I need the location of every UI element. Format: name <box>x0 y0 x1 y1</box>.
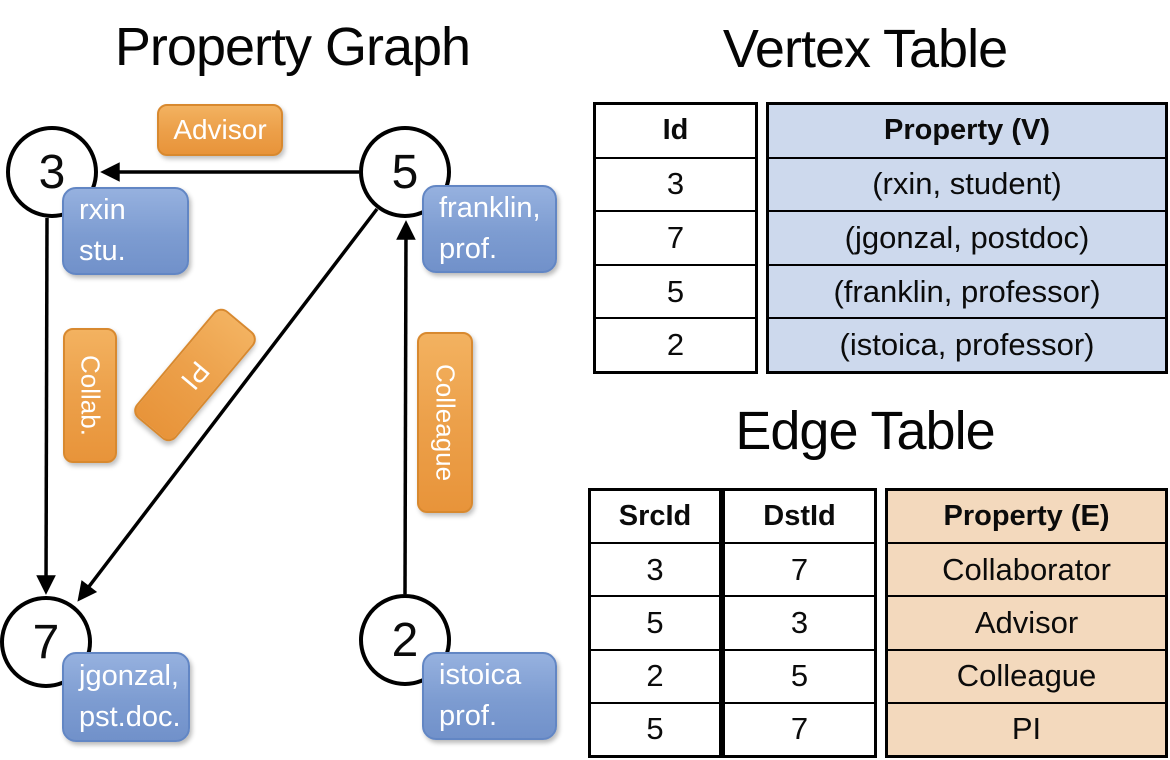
edge-table-dstid-cell: 3 <box>725 597 874 651</box>
edge-label-collab: Collab. <box>63 328 117 463</box>
graph-node-5: 5 <box>359 126 451 218</box>
graph-edges-canvas <box>36 162 416 602</box>
edge-pi-arrow-5-to-7 <box>77 207 379 602</box>
edge-table-dstid-cell: 5 <box>725 651 874 704</box>
edge-table-dstid-cell: 7 <box>725 544 874 598</box>
vertex-table-id-column: Id 3 7 5 2 <box>593 102 758 374</box>
vertex-table-property-cell: (jgonzal, postdoc) <box>769 212 1165 266</box>
edge-table-srcid-cell: 3 <box>591 544 719 598</box>
vertex-property-box-rxin: rxin stu. <box>62 187 189 275</box>
edge-table-srcid-cell: 2 <box>591 651 719 704</box>
edge-label-text: PI <box>175 355 216 396</box>
vertex-table-property-header: Property (V) <box>769 105 1165 159</box>
property-graph-title: Property Graph <box>114 17 471 77</box>
vertex-table-id-cell: 2 <box>666 327 685 363</box>
vertex-table-title: Vertex Table <box>722 19 1008 79</box>
edge-label-text: Colleague <box>430 363 461 482</box>
edge-label-text: Advisor <box>173 114 267 145</box>
vertex-property-text: franklin, prof. <box>439 192 541 265</box>
edge-table-srcid-header: SrcId <box>591 491 719 545</box>
vertex-property-text: jgonzal, pst.doc. <box>79 660 181 733</box>
edge-table-property-cell: Collaborator <box>888 544 1165 598</box>
vertex-table-property-cell: (franklin, professor) <box>769 266 1165 320</box>
node-3-id: 3 <box>38 145 66 199</box>
node-5-id: 5 <box>391 145 419 199</box>
edge-table-title: Edge Table <box>735 401 995 461</box>
vertex-table-id-header: Id <box>596 105 755 159</box>
node-2-id: 2 <box>391 613 419 667</box>
edge-table-property-cell: Colleague <box>888 651 1165 704</box>
edge-table-property-cell: Advisor <box>888 597 1165 651</box>
edge-label-colleague: Colleague <box>417 332 473 513</box>
edge-table-property-column: Property (E) Collaborator Advisor Collea… <box>885 488 1168 758</box>
edge-table-dstid-header: DstId <box>725 491 874 545</box>
edge-table-srcid-column: SrcId 3 5 2 5 <box>588 488 722 758</box>
vertex-property-box-istoica: istoica prof. <box>422 652 557 740</box>
edge-table-srcid-cell: 5 <box>591 597 719 651</box>
edge-label-text: Collab. <box>75 355 106 436</box>
edge-table-property-header: Property (E) <box>888 491 1165 545</box>
vertex-table-property-cell: (istoica, professor) <box>839 327 1095 363</box>
vertex-table-id-cell: 5 <box>596 266 755 320</box>
vertex-property-text: istoica prof. <box>439 659 522 732</box>
node-7-id: 7 <box>32 615 60 669</box>
vertex-property-text: rxin stu. <box>79 194 126 267</box>
vertex-table-property-cell: (rxin, student) <box>769 159 1165 213</box>
edge-table-srcid-cell: 5 <box>646 711 664 747</box>
vertex-table-id-cell: 3 <box>596 159 755 213</box>
edge-colleague-arrow-2-to-5 <box>396 220 416 595</box>
vertex-property-box-jgonzal: jgonzal, pst.doc. <box>62 652 190 742</box>
edge-table-dstid-column: DstId 7 3 5 7 <box>722 488 877 758</box>
edge-table-property-cell: PI <box>1011 711 1042 747</box>
edge-label-advisor: Advisor <box>157 104 283 156</box>
graph-node-2: 2 <box>359 594 451 686</box>
vertex-property-box-franklin: franklin, prof. <box>422 185 557 273</box>
edge-collab-arrow-3-to-7 <box>36 217 56 595</box>
vertex-table-property-column: Property (V) (rxin, student) (jgonzal, p… <box>766 102 1168 374</box>
edge-table-dstid-cell: 7 <box>790 711 809 747</box>
vertex-table-id-cell: 7 <box>596 212 755 266</box>
